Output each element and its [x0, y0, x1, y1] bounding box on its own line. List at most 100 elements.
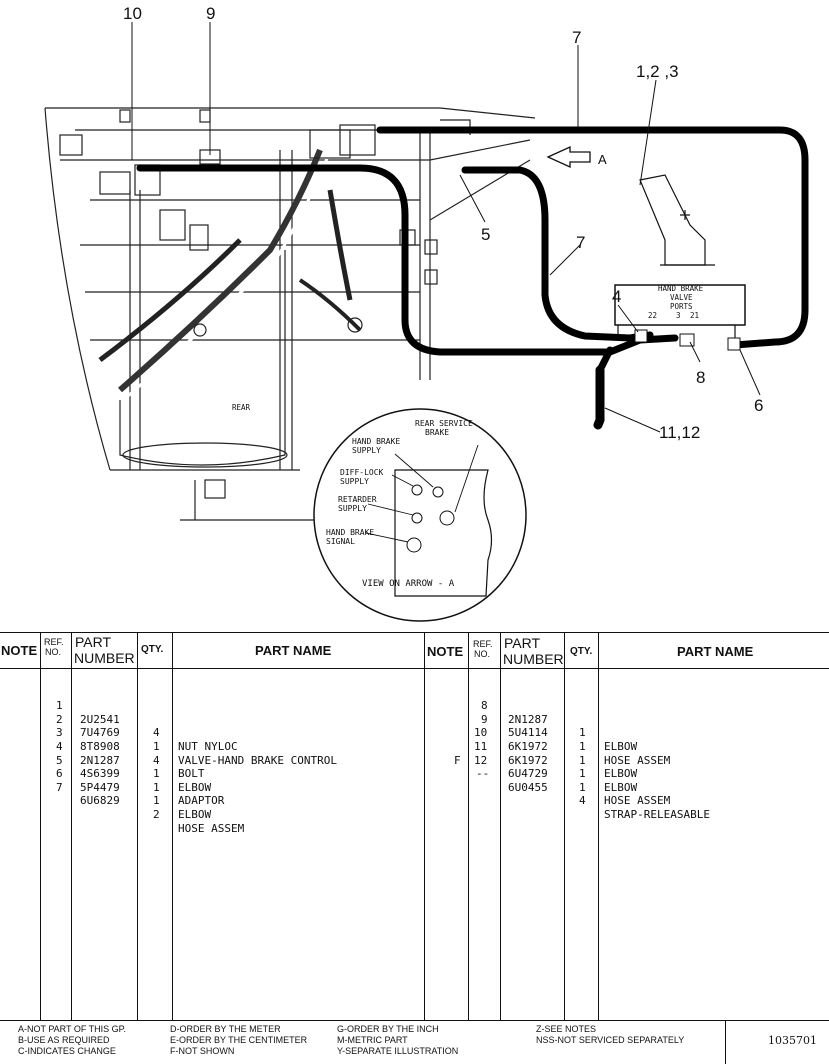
- hand-brake-supply-label-2: SUPPLY: [352, 446, 381, 455]
- row-ref: 6: [56, 767, 63, 781]
- rear-service-label-2: BRAKE: [425, 428, 449, 437]
- row-part-number: 4S6399: [80, 767, 120, 781]
- header-ref-1-right: REF.: [473, 639, 493, 649]
- fitting-6: [727, 337, 741, 351]
- row-qty: 1: [153, 794, 160, 808]
- col-divider: [71, 632, 72, 1020]
- row-part-name: ELBOW: [604, 767, 638, 781]
- valve-label-1: HAND BRAKE: [658, 284, 704, 293]
- row-qty: 1: [579, 739, 586, 753]
- table-row: 7 6U6829 2 HOSE ASSEM: [0, 754, 424, 835]
- legend-item: Z-SEE NOTES: [536, 1024, 597, 1034]
- row-part-name: ADAPTOR: [178, 794, 225, 808]
- legend-item: E-ORDER BY THE CENTIMETER: [170, 1035, 308, 1045]
- row-part-number: 2N1287: [80, 753, 120, 767]
- row-ref: 3: [56, 726, 63, 740]
- hand-brake-supply-label-1: HAND BRAKE: [352, 437, 400, 446]
- callout-6: 6: [754, 396, 763, 415]
- row-ref: 9: [481, 712, 488, 726]
- table-row: 8 2N1287 1 ELBOW: [424, 672, 829, 753]
- row-qty: 1: [153, 767, 160, 781]
- legend-item: Y-SEPARATE ILLUSTRATION: [337, 1046, 459, 1056]
- row-part-number: 6U4729: [508, 767, 548, 781]
- row-qty: 1: [153, 780, 160, 794]
- row-part-name: ELBOW: [178, 780, 212, 794]
- callout-5: 5: [481, 225, 490, 244]
- fitting-8: [679, 333, 695, 347]
- row-qty: 2: [153, 807, 160, 821]
- header-note: NOTE: [1, 643, 38, 658]
- header-ref-1: REF.: [44, 637, 64, 647]
- row-ref: 4: [56, 739, 63, 753]
- col-divider: [137, 632, 138, 1020]
- legend-col-4: Z-SEE NOTES NSS-NOT SERVICED SEPARATELY: [536, 1024, 684, 1046]
- hand-brake-signal-label-1: HAND BRAKE: [326, 528, 374, 537]
- col-divider: [172, 632, 173, 1020]
- col-divider: [500, 632, 501, 1020]
- row-qty: 4: [153, 753, 160, 767]
- table-row: 5 4S6399 1 ADAPTOR: [0, 726, 424, 808]
- callout-leaders: [131, 22, 761, 433]
- parts-table: NOTE REF. NO. PART NUMBER QTY. PART NAME…: [0, 632, 829, 1020]
- row-ref: 1: [56, 699, 63, 713]
- port-22-label: 22: [648, 311, 657, 320]
- col-divider: [468, 632, 469, 1020]
- row-note: F: [454, 753, 461, 767]
- header-part-2-right: NUMBER: [503, 651, 564, 667]
- col-divider: [598, 632, 599, 1020]
- frame-structure: [44, 107, 536, 521]
- col-divider: [564, 632, 565, 1020]
- row-qty: 1: [579, 767, 586, 781]
- row-part-number: 6K1972: [508, 753, 548, 767]
- table-row: 1 2U2541 4 NUT NYLOC: [0, 672, 424, 753]
- row-qty: 4: [153, 726, 160, 740]
- row-qty: 1: [579, 753, 586, 767]
- valve-label-2: VALVE: [670, 293, 693, 302]
- diff-lock-supply-label-1: DIFF-LOCK: [340, 468, 384, 477]
- row-part-number: 5U4114: [508, 726, 548, 740]
- header-part-1: PART: [75, 634, 112, 650]
- header-qty-right: QTY.: [570, 646, 593, 657]
- table-row: 6 5P4479 1 ELBOW: [0, 740, 424, 821]
- row-part-number: 6K1972: [508, 739, 548, 753]
- legend-divider: [725, 1021, 726, 1064]
- row-part-number: 2U2541: [80, 712, 120, 726]
- retarder-supply-label-2: SUPPLY: [338, 504, 367, 513]
- legend-col-3: G-ORDER BY THE INCH M-METRIC PART Y-SEPA…: [337, 1024, 458, 1057]
- table-row: 11 6K1972 1 ELBOW: [424, 713, 829, 794]
- table-row: 2 7U4769 1 VALVE-HAND BRAKE CONTROL: [0, 686, 424, 767]
- row-qty: 1: [579, 780, 586, 794]
- document-number: 1035701: [768, 1034, 817, 1047]
- table-row: 9 5U4114 1 HOSE ASSEM: [424, 686, 829, 767]
- port-21-label: 21: [690, 311, 699, 320]
- row-ref: 11: [474, 739, 488, 753]
- legend-item: A-NOT PART OF THIS GP.: [18, 1024, 127, 1034]
- table-header-rule: [0, 668, 829, 669]
- legend-item: M-METRIC PART: [337, 1035, 408, 1045]
- callout-1-2-3: 1,2 ,3: [636, 62, 679, 81]
- row-part-name: HOSE ASSEM: [178, 821, 245, 835]
- row-part-name: STRAP-RELEASABLE: [604, 807, 710, 821]
- fitting-4: [634, 329, 648, 343]
- table-top-rule: [0, 632, 829, 633]
- table-row: F -- 6U0455 4 STRAP-RELEASABLE: [424, 740, 829, 821]
- row-part-name: ELBOW: [604, 739, 638, 753]
- table-row: 4 2N1287 1 ELBOW: [0, 713, 424, 794]
- rear-tank-label: REAR: [232, 403, 251, 412]
- row-ref: 8: [481, 699, 488, 713]
- hose-assemblies: [136, 126, 809, 430]
- valve-label-3: PORTS: [670, 302, 693, 311]
- header-part-2: NUMBER: [74, 650, 135, 666]
- callout-7-upper: 7: [572, 28, 581, 47]
- hand-brake-signal-label-2: SIGNAL: [326, 537, 355, 546]
- row-part-name: NUT NYLOC: [178, 739, 238, 753]
- header-ref-2-right: NO.: [474, 649, 491, 659]
- row-part-number: 2N1287: [508, 712, 548, 726]
- row-ref: --: [476, 767, 490, 781]
- legend-footer: A-NOT PART OF THIS GP. B-USE AS REQUIRED…: [0, 1020, 829, 1064]
- legend-item: B-USE AS REQUIRED: [18, 1035, 110, 1045]
- legend-col-2: D-ORDER BY THE METER E-ORDER BY THE CENT…: [170, 1024, 307, 1057]
- row-qty: 4: [579, 794, 586, 808]
- row-ref: 5: [56, 753, 63, 767]
- legend-col-1: A-NOT PART OF THIS GP. B-USE AS REQUIRED…: [18, 1024, 126, 1057]
